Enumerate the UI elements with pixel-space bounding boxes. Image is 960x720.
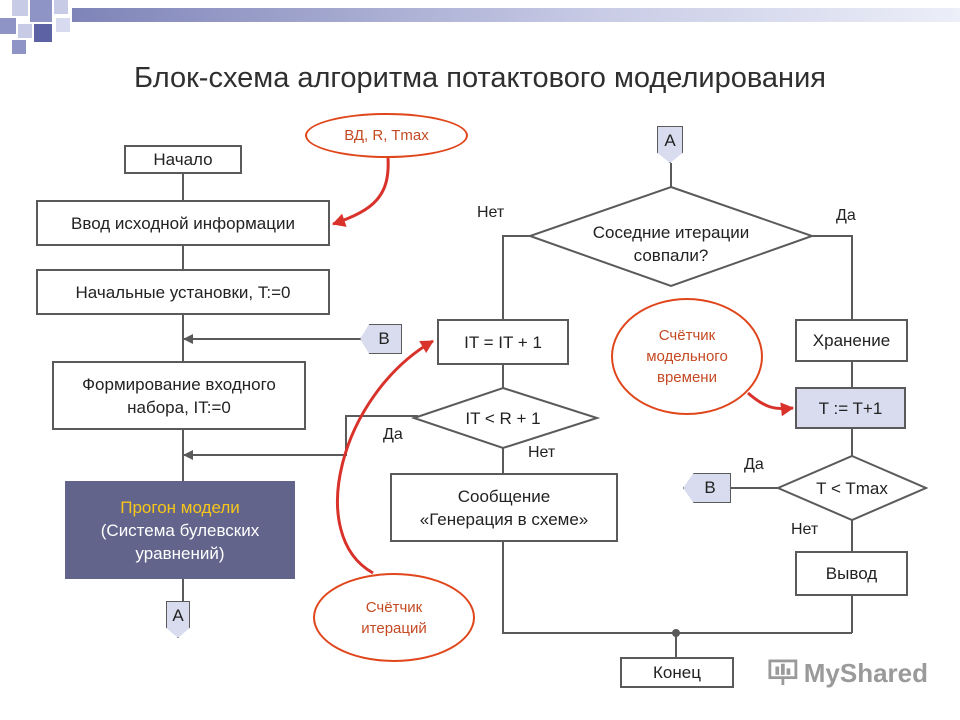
connector-b-left: В bbox=[360, 324, 402, 354]
message-line-2: «Генерация в схеме» bbox=[419, 509, 589, 529]
time-step-label: T := T+1 bbox=[818, 398, 883, 418]
iteration-line-1: Счётчик bbox=[365, 598, 423, 616]
page-title: Блок-схема алгоритма потактового моделир… bbox=[134, 62, 826, 94]
run-line-2: (Система булевских bbox=[100, 520, 260, 540]
message-line-1: Сообщение bbox=[457, 486, 551, 506]
form-line-1: Формирование входного bbox=[82, 374, 276, 394]
params-callout: ВД, R, Tmax bbox=[305, 113, 468, 158]
connector-a-top-label: А bbox=[664, 130, 676, 150]
decision-line-1: Соседние итерации bbox=[592, 223, 750, 242]
model-time-line-2: модельного bbox=[646, 348, 728, 365]
model-time-counter-callout: Счётчик модельного времени bbox=[611, 298, 763, 415]
top-band bbox=[72, 8, 960, 22]
input-block: Ввод исходной информации bbox=[36, 200, 330, 246]
decision-line-2: совпали? bbox=[633, 246, 709, 265]
form-line-2: набора, IT:=0 bbox=[127, 397, 231, 417]
init-label: Начальные установки, T:=0 bbox=[75, 282, 291, 302]
model-time-line-3: времени bbox=[657, 369, 717, 386]
check-time-label: T < Tmax bbox=[816, 479, 888, 498]
check-iteration-text: IT < R + 1 bbox=[440, 407, 566, 430]
run-line-3: уравнений) bbox=[135, 543, 225, 563]
store-block: Хранение bbox=[795, 319, 908, 362]
end-block: Конец bbox=[620, 657, 734, 688]
init-block: Начальные установки, T:=0 bbox=[36, 269, 330, 315]
output-block: Вывод bbox=[795, 551, 908, 596]
store-label: Хранение bbox=[812, 331, 891, 350]
run-title: Прогон модели bbox=[120, 497, 240, 517]
model-time-line-1: Счётчик bbox=[658, 327, 716, 344]
corner-decoration bbox=[0, 0, 72, 58]
run-model-block: Прогон модели (Система булевских уравнен… bbox=[65, 481, 295, 579]
input-label: Ввод исходной информации bbox=[71, 213, 295, 233]
connector-b-right: В bbox=[683, 473, 731, 503]
iteration-line-2: итераций bbox=[361, 619, 427, 637]
presentation-icon bbox=[768, 659, 798, 686]
start-block: Начало bbox=[124, 145, 242, 174]
time-step-block: T := T+1 bbox=[795, 387, 906, 429]
decision-iterations-text: Соседние итерации совпали? bbox=[550, 221, 792, 267]
start-label: Начало bbox=[153, 150, 213, 169]
message-block: Сообщение «Генерация в схеме» bbox=[390, 473, 618, 542]
decision-yes-label: Да bbox=[836, 207, 856, 224]
watermark: MyShared bbox=[768, 656, 928, 690]
connector-b-left-label: В bbox=[378, 329, 390, 348]
iteration-counter-callout: Счётчик итераций bbox=[313, 573, 475, 662]
increment-label: IT = IT + 1 bbox=[464, 332, 542, 352]
increment-block: IT = IT + 1 bbox=[437, 319, 569, 365]
connector-b-right-label: В bbox=[704, 478, 716, 497]
check-time-yes-label: Да bbox=[744, 456, 764, 473]
form-input-block: Формирование входного набора, IT:=0 bbox=[52, 361, 306, 430]
params-callout-label: ВД, R, Tmax bbox=[344, 127, 429, 144]
check-iteration-no-label: Нет bbox=[528, 444, 556, 461]
check-time-no-label: Нет bbox=[791, 521, 819, 538]
check-time-text: T < Tmax bbox=[795, 477, 909, 500]
check-iteration-label: IT < R + 1 bbox=[465, 409, 541, 428]
end-label: Конец bbox=[653, 663, 701, 682]
watermark-text: MyShared bbox=[803, 657, 928, 688]
yes-label-left: Да bbox=[383, 426, 403, 443]
decision-no-label: Нет bbox=[477, 204, 505, 221]
output-label: Вывод bbox=[825, 564, 878, 583]
connector-a-bottom-label: А bbox=[172, 605, 184, 625]
